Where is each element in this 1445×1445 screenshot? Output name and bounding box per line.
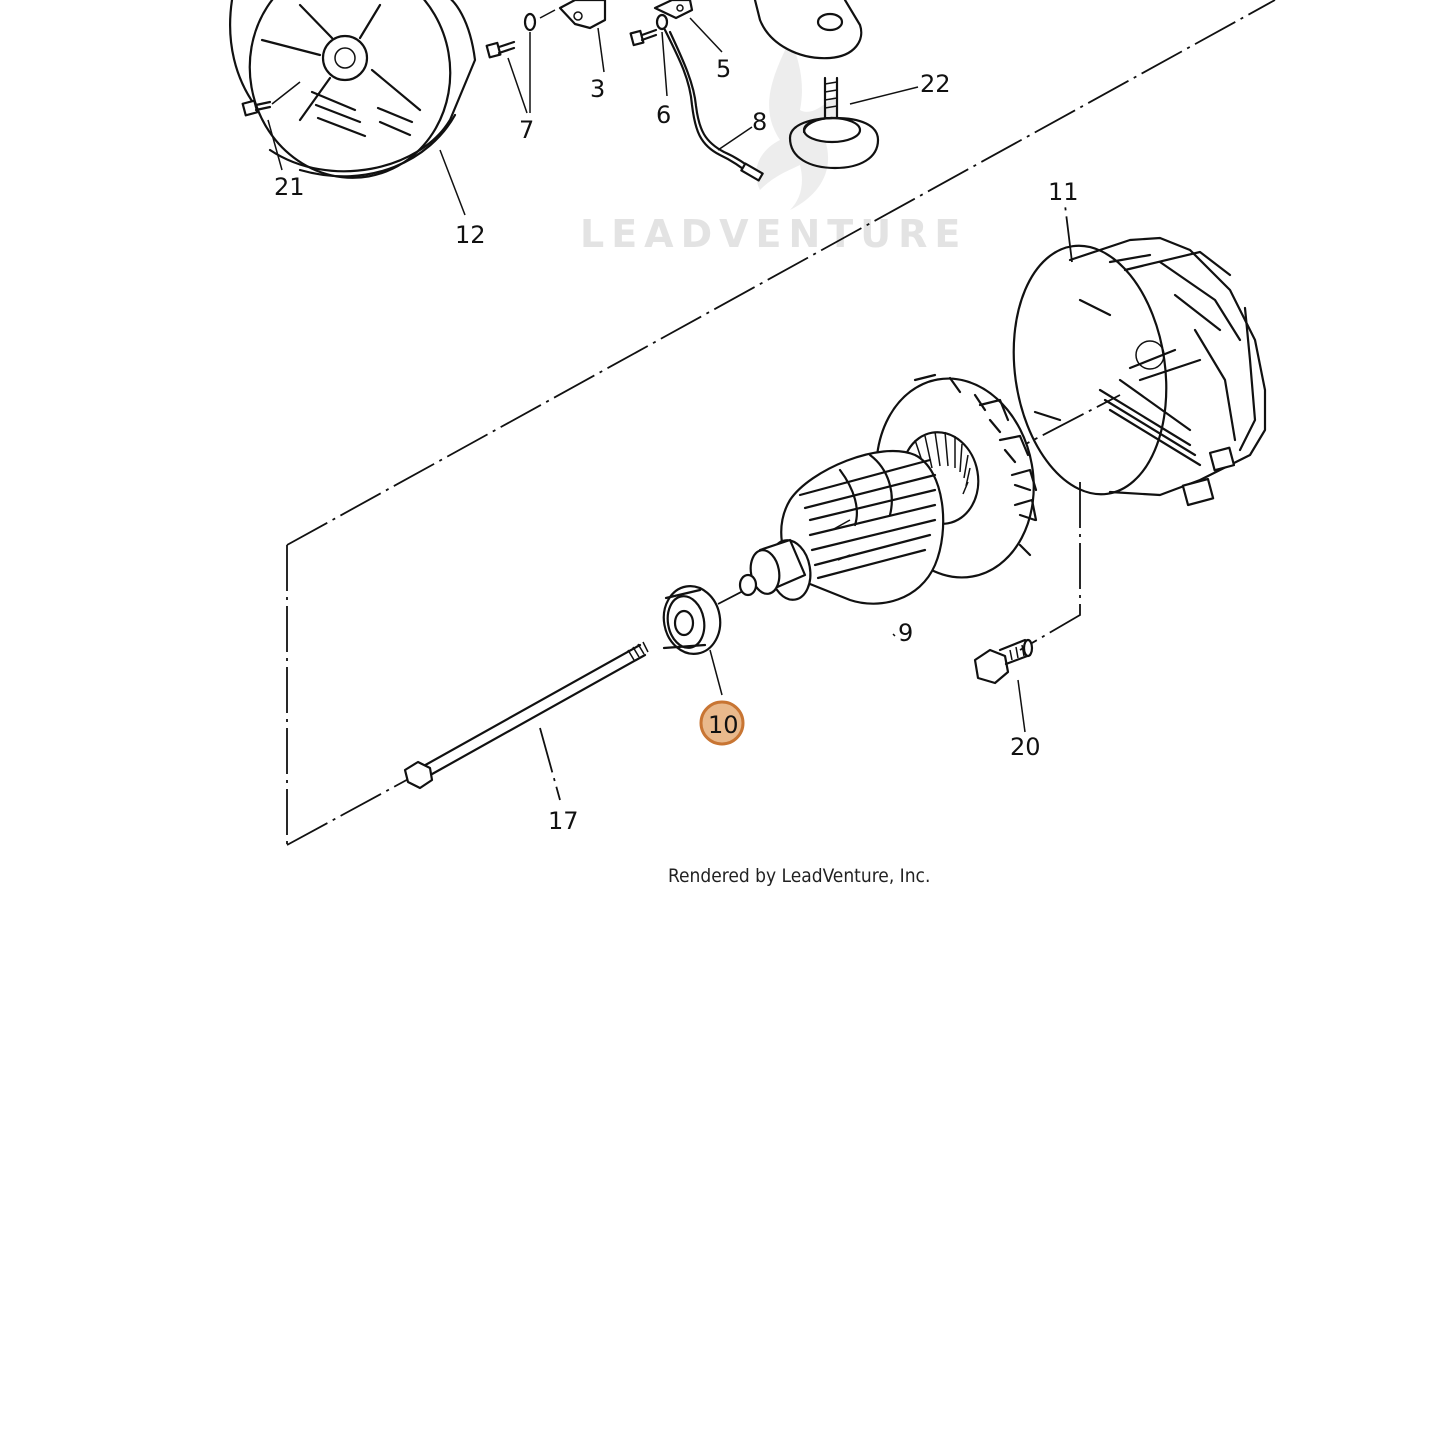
part-11-housing[interactable] bbox=[998, 236, 1267, 507]
callout-5[interactable]: 5 bbox=[716, 55, 731, 83]
part-3-terminal[interactable] bbox=[558, 0, 607, 30]
watermark-logo-icon bbox=[756, 40, 837, 210]
credit-text: Rendered by LeadVenture, Inc. bbox=[668, 865, 930, 887]
callout-9[interactable]: 9 bbox=[898, 619, 913, 647]
callout-8[interactable]: 8 bbox=[752, 108, 767, 136]
part-9-armature[interactable] bbox=[738, 366, 1049, 605]
part-21-screw[interactable] bbox=[241, 81, 301, 117]
callout-3[interactable]: 3 bbox=[590, 75, 605, 103]
part-17-through-bolt[interactable] bbox=[403, 641, 649, 790]
callout-22[interactable]: 22 bbox=[920, 70, 951, 98]
callout-10[interactable]: 10 bbox=[708, 711, 739, 739]
part-20-bolt[interactable] bbox=[973, 638, 1034, 685]
assembly-frame bbox=[286, 0, 1276, 846]
part-22-rubber-foot[interactable] bbox=[753, 0, 880, 170]
callout-17[interactable]: 17 bbox=[548, 807, 579, 835]
part-5-lug[interactable] bbox=[653, 0, 694, 20]
callout-20[interactable]: 20 bbox=[1010, 733, 1041, 761]
callout-10-highlight[interactable]: 10 bbox=[699, 700, 745, 746]
callout-12[interactable]: 12 bbox=[455, 221, 486, 249]
leader-lines bbox=[267, 17, 1073, 801]
part-10-bearing[interactable] bbox=[659, 582, 726, 659]
callout-6[interactable]: 6 bbox=[656, 101, 671, 129]
part-7-screw-washer[interactable] bbox=[485, 9, 556, 59]
housing-drop-line bbox=[1019, 482, 1081, 651]
part-6-screw[interactable] bbox=[629, 13, 669, 47]
callout-7[interactable]: 7 bbox=[519, 116, 534, 144]
part-12-fan-cover[interactable] bbox=[229, 0, 477, 194]
callout-21[interactable]: 21 bbox=[274, 173, 305, 201]
callout-11[interactable]: 11 bbox=[1048, 178, 1079, 206]
part-8-lead-wire[interactable] bbox=[663, 28, 764, 182]
watermark-text: LEADVENTURE bbox=[580, 212, 967, 256]
